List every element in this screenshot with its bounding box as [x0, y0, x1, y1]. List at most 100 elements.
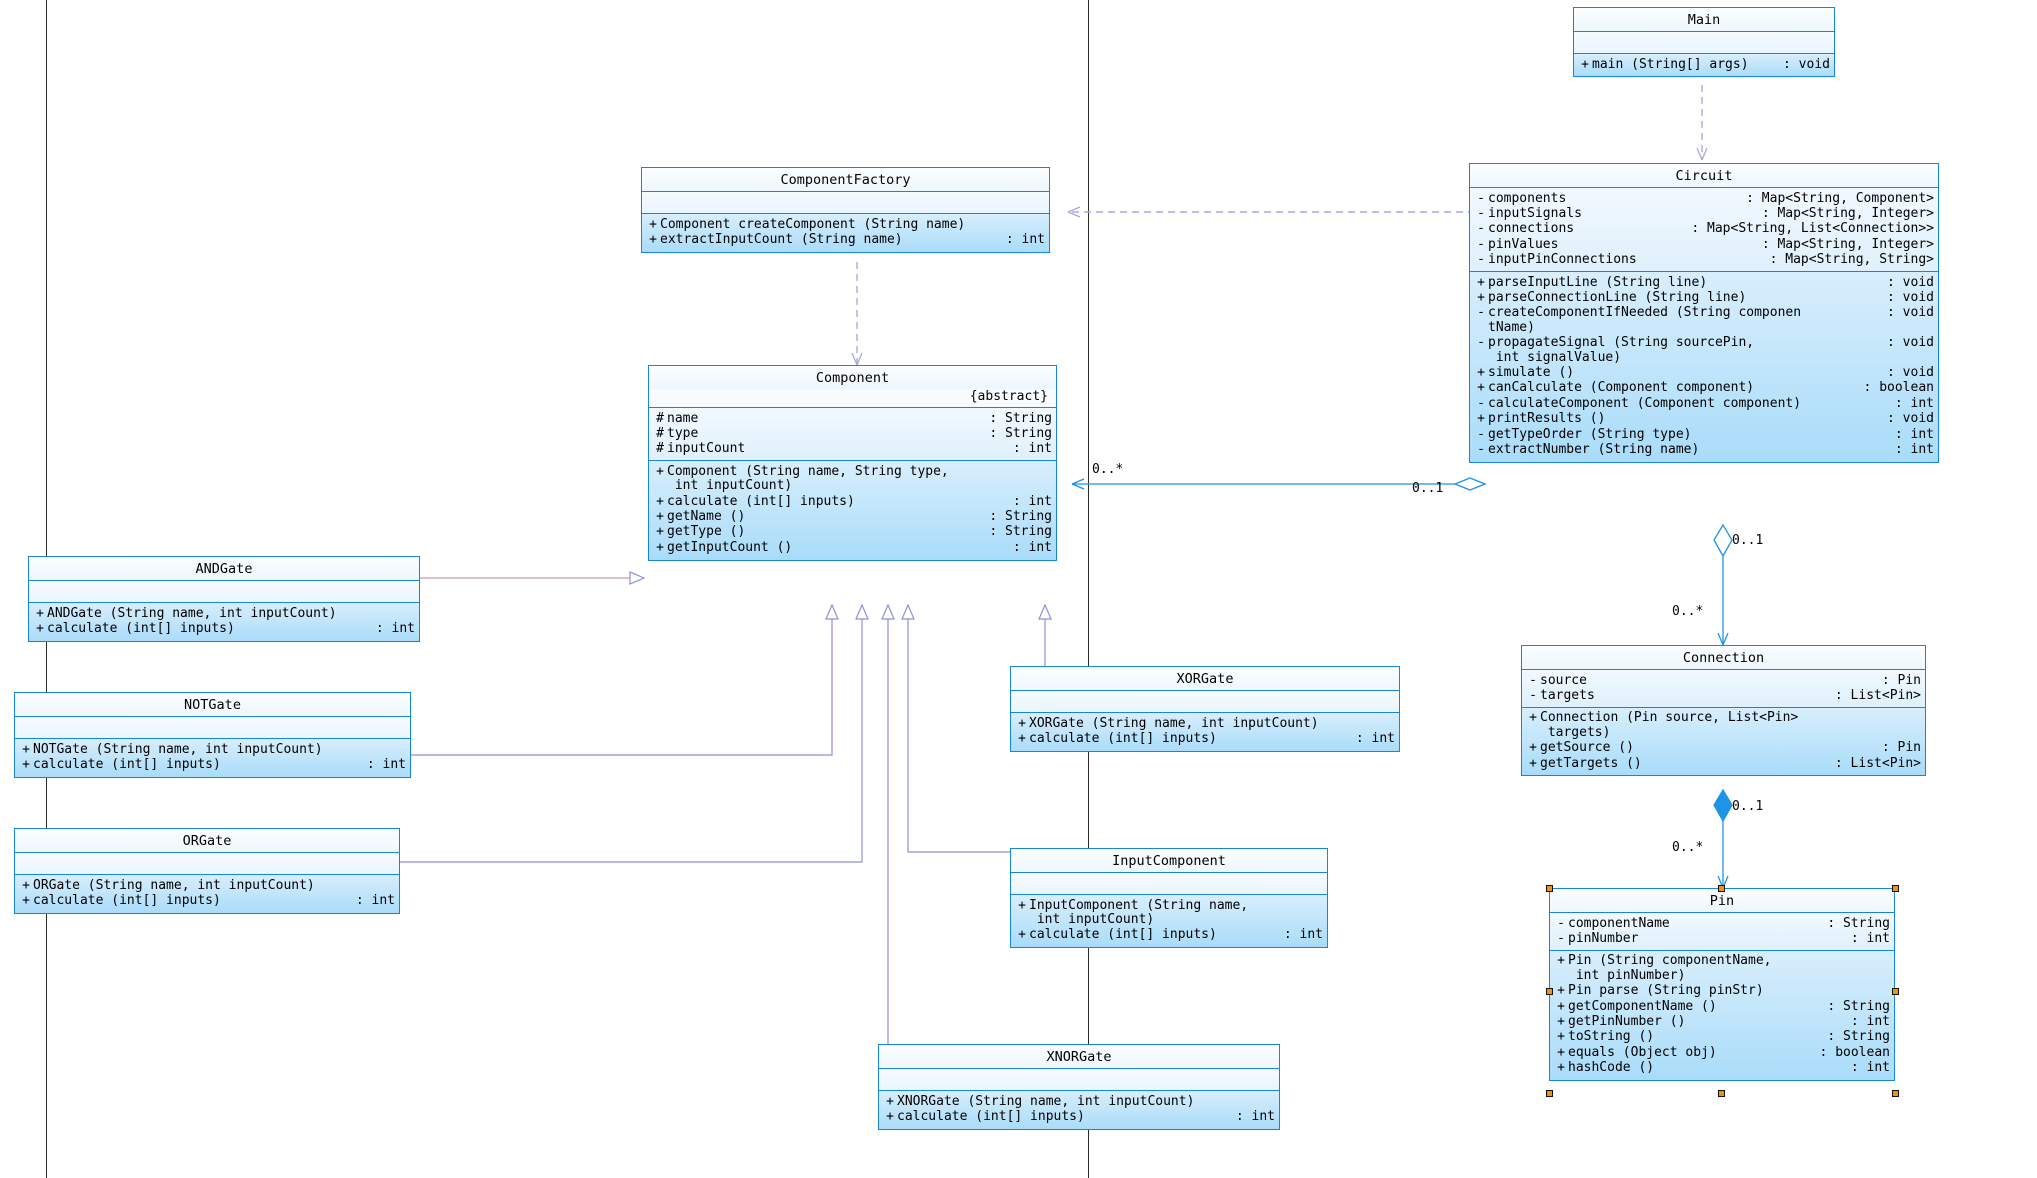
- member-signature: targets: [1540, 687, 1595, 703]
- class-operations-andgate: +ANDGate (String name, int inputCount)+c…: [29, 602, 419, 641]
- class-member: +Component createComponent (String name): [646, 217, 1045, 232]
- class-box-xorgate[interactable]: XORGate +XORGate (String name, int input…: [1010, 666, 1400, 752]
- class-box-andgate[interactable]: ANDGate +ANDGate (String name, int input…: [28, 556, 420, 642]
- selection-handle-bottom-center[interactable]: [1718, 1090, 1725, 1097]
- class-title-xorgate: XORGate: [1011, 667, 1399, 690]
- member-visibility: +: [36, 620, 44, 636]
- class-box-xnorgate[interactable]: XNORGate +XNORGate (String name, int inp…: [878, 1044, 1280, 1130]
- member-signature: InputComponent (String name, int inputCo…: [1029, 897, 1249, 927]
- member-visibility: -: [1557, 930, 1565, 946]
- class-box-main[interactable]: Main +main (String[] args): void: [1573, 7, 1835, 78]
- member-signature: ANDGate (String name, int inputCount): [47, 605, 337, 621]
- member-visibility: -: [1477, 426, 1485, 442]
- member-visibility: #: [656, 410, 664, 426]
- class-member: +calculate (int[] inputs): int: [883, 1109, 1275, 1124]
- class-member: #name: String: [653, 411, 1052, 426]
- class-member: #inputCount: int: [653, 441, 1052, 457]
- class-box-component[interactable]: Component {abstract} #name: String#type:…: [648, 365, 1057, 561]
- selection-handle-middle-left[interactable]: [1546, 988, 1553, 995]
- member-visibility: -: [1477, 221, 1485, 237]
- member-visibility: +: [656, 524, 664, 540]
- member-visibility: -: [1477, 305, 1485, 321]
- member-signature: NOTGate (String name, int inputCount): [33, 741, 323, 757]
- member-signature: Pin (String componentName, int pinNumber…: [1568, 953, 1772, 983]
- member-signature: inputPinConnections: [1488, 252, 1637, 268]
- class-operations-inputcomponent: +InputComponent (String name, int inputC…: [1011, 894, 1327, 948]
- member-visibility: -: [1477, 395, 1485, 411]
- class-box-orgate[interactable]: ORGate +ORGate (String name, int inputCo…: [14, 828, 400, 914]
- class-member: -calculateComponent (Component component…: [1474, 396, 1934, 411]
- selection-handle-middle-right[interactable]: [1892, 988, 1899, 995]
- member-signature: source: [1540, 672, 1587, 688]
- member-signature: getTypeOrder (String type): [1488, 426, 1692, 442]
- member-visibility: +: [22, 892, 30, 908]
- member-type: : Map<String, Integer>: [1761, 205, 1934, 221]
- class-member: +parseInputLine (String line): void: [1474, 275, 1934, 290]
- class-box-notgate[interactable]: NOTGate +NOTGate (String name, int input…: [14, 692, 411, 778]
- member-type: : Pin: [1881, 740, 1921, 756]
- class-member: +Pin (String componentName, int pinNumbe…: [1554, 953, 1890, 984]
- class-attributes-componentfactory: [642, 191, 1049, 213]
- class-operations-xorgate: +XORGate (String name, int inputCount)+c…: [1011, 712, 1399, 751]
- member-signature: inputSignals: [1488, 205, 1582, 221]
- class-box-componentfactory[interactable]: ComponentFactory +Component createCompon…: [641, 167, 1050, 253]
- selection-handle-top-left[interactable]: [1546, 885, 1553, 892]
- member-type: : int: [1355, 730, 1395, 746]
- member-visibility: +: [886, 1093, 894, 1109]
- class-attributes-andgate: [29, 580, 419, 602]
- class-member: +calculate (int[] inputs): int: [653, 494, 1052, 509]
- member-visibility: +: [1557, 983, 1565, 999]
- class-title-orgate: ORGate: [15, 829, 399, 852]
- class-member: +parseConnectionLine (String line): void: [1474, 290, 1934, 305]
- member-signature: Connection (Pin source, List<Pin> target…: [1540, 710, 1799, 740]
- selection-handle-top-right[interactable]: [1892, 885, 1899, 892]
- member-signature: calculate (int[] inputs): [1029, 927, 1217, 943]
- member-signature: ORGate (String name, int inputCount): [33, 877, 315, 893]
- class-box-pin[interactable]: Pin -componentName: String-pinNumber: in…: [1549, 888, 1895, 1082]
- member-signature: main (String[] args): [1592, 56, 1749, 72]
- selection-handle-bottom-right[interactable]: [1892, 1090, 1899, 1097]
- class-operations-connection: +Connection (Pin source, List<Pin> targe…: [1522, 706, 1925, 776]
- member-visibility: -: [1477, 190, 1485, 206]
- member-type: : Map<String, Component>: [1746, 190, 1934, 206]
- member-visibility: +: [1557, 1044, 1565, 1060]
- class-operations-componentfactory: +Component createComponent (String name)…: [642, 213, 1049, 252]
- class-member: +printResults (): void: [1474, 411, 1934, 427]
- member-visibility: +: [1529, 755, 1537, 771]
- class-member: -components: Map<String, Component>: [1474, 191, 1934, 206]
- class-member: +calculate (int[] inputs): int: [19, 757, 406, 772]
- member-signature: simulate (): [1488, 364, 1575, 380]
- member-signature: calculate (int[] inputs): [1029, 730, 1217, 746]
- class-member: +InputComponent (String name, int inputC…: [1015, 898, 1323, 928]
- selection-handle-top-center[interactable]: [1718, 885, 1725, 892]
- class-member: +canCalculate (Component component): boo…: [1474, 380, 1934, 396]
- member-signature: propagateSignal (String sourcePin, int s…: [1488, 335, 1755, 365]
- member-type: : String: [989, 508, 1052, 524]
- member-type: : Pin: [1881, 672, 1921, 688]
- member-visibility: +: [649, 216, 657, 232]
- member-signature: Component (String name, String type, int…: [667, 463, 949, 494]
- class-member: +main (String[] args): void: [1578, 57, 1830, 72]
- member-signature: extractInputCount (String name): [660, 231, 903, 247]
- member-visibility: +: [22, 756, 30, 772]
- member-visibility: +: [1018, 927, 1026, 943]
- member-visibility: +: [1018, 730, 1026, 746]
- member-visibility: +: [1477, 411, 1485, 427]
- class-attributes-xnorgate: [879, 1068, 1279, 1090]
- class-title-pin: Pin: [1550, 889, 1894, 912]
- member-visibility: +: [656, 508, 664, 524]
- class-attributes-pin: -componentName: String-pinNumber: int: [1550, 912, 1894, 950]
- member-type: : void: [1887, 305, 1934, 321]
- class-box-inputcomponent[interactable]: InputComponent +InputComponent (String n…: [1010, 848, 1328, 949]
- class-box-connection[interactable]: Connection -source: Pin-targets: List<Pi…: [1521, 645, 1926, 777]
- class-member: -targets: List<Pin>: [1526, 688, 1921, 703]
- member-type: : String: [989, 425, 1052, 441]
- class-member: -connections: Map<String, List<Connectio…: [1474, 221, 1934, 237]
- class-box-circuit[interactable]: Circuit -components: Map<String, Compone…: [1469, 163, 1939, 463]
- selection-handle-bottom-left[interactable]: [1546, 1090, 1553, 1097]
- class-member: +getComponentName (): String: [1554, 999, 1890, 1014]
- member-signature: parseConnectionLine (String line): [1488, 289, 1747, 305]
- class-operations-circuit: +parseInputLine (String line): void+pars…: [1470, 271, 1938, 462]
- class-member: +Connection (Pin source, List<Pin> targe…: [1526, 710, 1921, 741]
- member-visibility: #: [656, 441, 664, 457]
